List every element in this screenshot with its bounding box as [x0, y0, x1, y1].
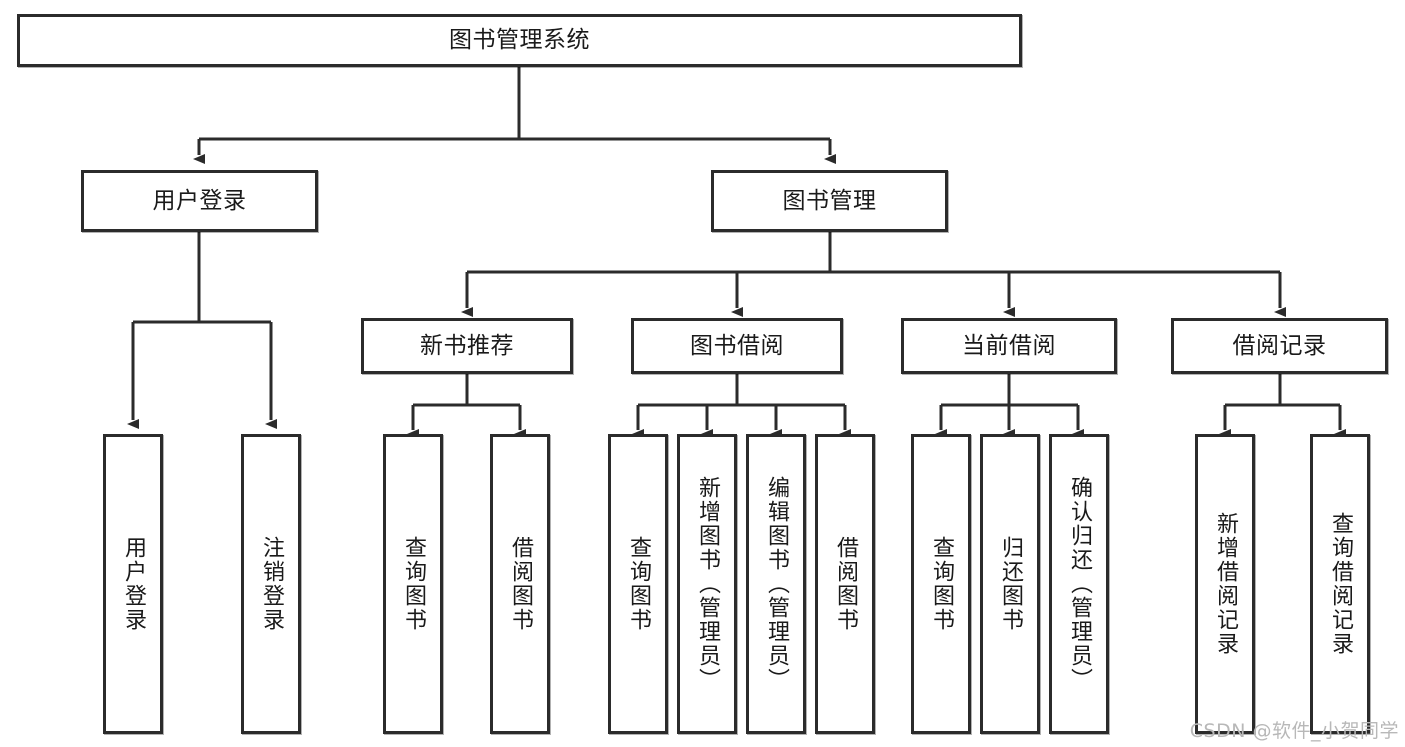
node-label: 注销登录	[258, 536, 284, 632]
node-root-library-management-system[interactable]: 图书管理系统	[17, 14, 1022, 67]
leaf-user-login-login[interactable]: 用户登录	[103, 434, 163, 734]
node-new-book-recommendation[interactable]: 新书推荐	[361, 318, 573, 374]
node-label: 查询图书	[625, 536, 651, 632]
node-label: 查询借阅记录	[1327, 512, 1353, 656]
node-label: 查询图书	[928, 536, 954, 632]
node-book-borrowing[interactable]: 图书借阅	[631, 318, 843, 374]
leaf-current-borrow-return-books[interactable]: 归还图书	[980, 434, 1040, 734]
node-label: 图书管理	[782, 187, 877, 214]
node-label: 借阅记录	[1232, 332, 1327, 359]
leaf-borrow-record-add-record[interactable]: 新增借阅记录	[1195, 434, 1255, 734]
node-label: 当前借阅	[962, 332, 1056, 359]
leaf-user-login-logout[interactable]: 注销登录	[241, 434, 301, 734]
node-label: 图书管理系统	[449, 27, 590, 54]
node-label: 用户登录	[120, 536, 146, 632]
node-label: 用户登录	[152, 187, 247, 214]
node-label: 新增图书（管理员）	[694, 476, 720, 692]
leaf-borrow-record-query-record[interactable]: 查询借阅记录	[1310, 434, 1370, 734]
node-label: 新书推荐	[420, 332, 514, 359]
node-label: 查询图书	[400, 536, 426, 632]
leaf-book-borrow-borrow-books[interactable]: 借阅图书	[815, 434, 875, 734]
node-label: 借阅图书	[507, 536, 533, 632]
node-borrowing-records[interactable]: 借阅记录	[1171, 318, 1388, 374]
node-book-management[interactable]: 图书管理	[711, 170, 948, 232]
leaf-current-borrow-query-books[interactable]: 查询图书	[911, 434, 971, 734]
leaf-current-borrow-confirm-return-admin[interactable]: 确认归还（管理员）	[1049, 434, 1109, 734]
node-label: 借阅图书	[832, 536, 858, 632]
node-user-login[interactable]: 用户登录	[81, 170, 318, 232]
leaf-new-book-borrow-books[interactable]: 借阅图书	[490, 434, 550, 734]
node-label: 新增借阅记录	[1212, 512, 1238, 656]
leaf-book-borrow-query-books[interactable]: 查询图书	[608, 434, 668, 734]
leaf-book-borrow-edit-book-admin[interactable]: 编辑图书（管理员）	[746, 434, 806, 734]
node-label: 编辑图书（管理员）	[763, 476, 789, 692]
node-label: 归还图书	[997, 536, 1023, 632]
node-label: 确认归还（管理员）	[1066, 476, 1092, 692]
watermark-text: CSDN @软件_小贺同学	[1189, 720, 1399, 742]
node-current-borrowing[interactable]: 当前借阅	[901, 318, 1117, 374]
node-label: 图书借阅	[690, 332, 784, 359]
leaf-book-borrow-add-book-admin[interactable]: 新增图书（管理员）	[677, 434, 737, 734]
leaf-new-book-query-books[interactable]: 查询图书	[383, 434, 443, 734]
